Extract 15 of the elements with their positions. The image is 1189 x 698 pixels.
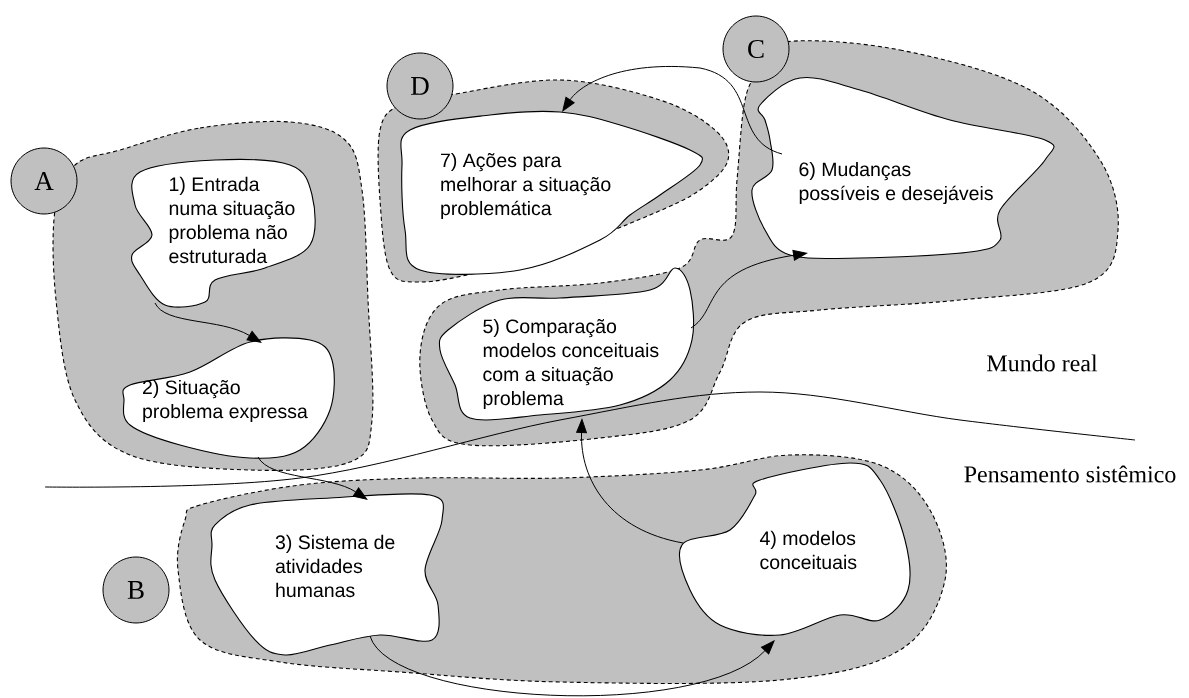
arrow [369, 635, 775, 697]
region-label: Pensamento sistêmico [964, 465, 1176, 483]
stage-bubble: 3) Sistema de atividades humanas [210, 493, 445, 656]
arrow [690, 249, 808, 329]
arrow [257, 456, 368, 500]
arrow [576, 418, 684, 544]
stage-bubble: 1) Entrada numa situação problema não estruturada [131, 158, 316, 308]
stage-bubble: 7) Ações para melhorar a situação problemática [400, 110, 704, 275]
arrow [562, 66, 783, 155]
stage-bubble: 2) Situação problema expressa [122, 337, 335, 459]
stage-bubble: 6) Mudanças possíveis e desejáveis [751, 77, 1055, 260]
region-label: Mundo real [987, 354, 1098, 372]
arrow [154, 302, 262, 343]
stage-bubble: 5) Comparação modelos conceituais com a situação problema [438, 267, 695, 421]
stage-bubble: 4) modelos conceituais [679, 462, 911, 636]
